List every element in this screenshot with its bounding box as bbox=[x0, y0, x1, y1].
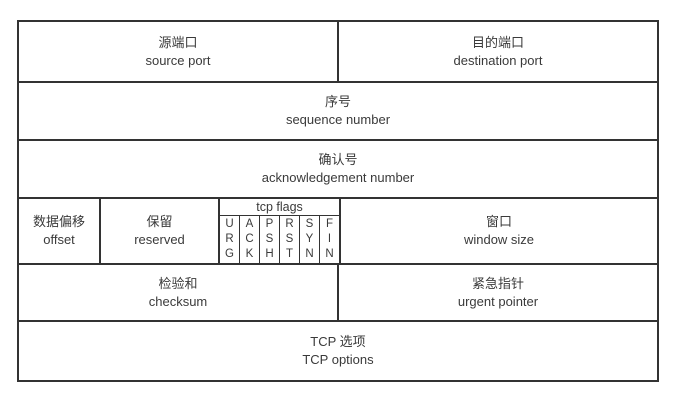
tcp-flags-title: tcp flags bbox=[220, 199, 339, 216]
tcp-options-label-en: TCP options bbox=[302, 352, 374, 367]
flag-letter: I bbox=[327, 233, 332, 245]
cell-acknowledgement-number: 确认号 acknowledgement number bbox=[19, 141, 657, 197]
cell-destination-port: 目的端口 destination port bbox=[337, 22, 657, 81]
cell-window-size: 窗口 window size bbox=[339, 199, 657, 263]
flag-letter: T bbox=[285, 248, 294, 260]
sequence-number-label-en: sequence number bbox=[285, 112, 391, 127]
flag-letter: H bbox=[265, 248, 274, 260]
cell-reserved: 保留 reserved bbox=[99, 199, 218, 263]
cell-urgent-pointer: 紧急指针 urgent pointer bbox=[337, 265, 657, 320]
row-checksum-urgent-pointer: 检验和 checksum 紧急指针 urgent pointer bbox=[19, 263, 657, 320]
flag-letter: R bbox=[285, 218, 294, 230]
flag-letter: K bbox=[245, 248, 254, 260]
destination-port-label-en: destination port bbox=[453, 52, 543, 68]
sequence-number-label-zh: 序号 bbox=[324, 94, 351, 109]
flag-letter: S bbox=[305, 218, 314, 230]
flag-letter: S bbox=[285, 233, 294, 245]
reserved-label-zh: 保留 bbox=[146, 214, 173, 229]
flag-letter: N bbox=[305, 248, 314, 260]
reserved-label-en: reserved bbox=[134, 232, 185, 247]
flag-letter: A bbox=[245, 218, 254, 230]
urgent-pointer-label-zh: 紧急指针 bbox=[471, 275, 524, 291]
flag-letter: Y bbox=[305, 233, 314, 245]
row-sequence-number: 序号 sequence number bbox=[19, 81, 657, 139]
tcp-header-table: 源端口 source port 目的端口 destination port 序号… bbox=[17, 20, 659, 382]
data-offset-label-en: offset bbox=[43, 232, 75, 247]
row-acknowledgement-number: 确认号 acknowledgement number bbox=[19, 139, 657, 197]
flag-letter: N bbox=[325, 248, 334, 260]
data-offset-label-zh: 数据偏移 bbox=[32, 214, 85, 229]
acknowledgement-number-label-en: acknowledgement number bbox=[261, 170, 415, 185]
cell-sequence-number: 序号 sequence number bbox=[19, 83, 657, 139]
window-size-label-zh: 窗口 bbox=[485, 214, 512, 229]
urgent-pointer-label-en: urgent pointer bbox=[457, 293, 539, 309]
window-size-label-en: window size bbox=[463, 232, 535, 247]
acknowledgement-number-label-zh: 确认号 bbox=[318, 152, 358, 167]
flag-letter: G bbox=[225, 248, 234, 260]
flag-letter: F bbox=[325, 218, 334, 230]
checksum-label-zh: 检验和 bbox=[158, 275, 198, 291]
destination-port-label-zh: 目的端口 bbox=[471, 34, 524, 50]
flag-letter: S bbox=[265, 233, 274, 245]
flag-letter: U bbox=[225, 218, 234, 230]
cell-source-port: 源端口 source port bbox=[19, 22, 337, 81]
cell-tcp-options: TCP 选项 TCP options bbox=[19, 322, 657, 380]
flag-letter: R bbox=[225, 233, 234, 245]
flag-letter: P bbox=[265, 218, 274, 230]
row-tcp-options: TCP 选项 TCP options bbox=[19, 320, 657, 380]
row-ports: 源端口 source port 目的端口 destination port bbox=[19, 22, 657, 81]
source-port-label-zh: 源端口 bbox=[158, 34, 198, 50]
tcp-options-label-zh: TCP 选项 bbox=[310, 334, 366, 349]
flag-letter: C bbox=[245, 233, 254, 245]
checksum-label-en: checksum bbox=[148, 293, 208, 309]
source-port-label-en: source port bbox=[145, 52, 211, 68]
cell-data-offset: 数据偏移 offset bbox=[19, 199, 99, 263]
cell-checksum: 检验和 checksum bbox=[19, 265, 337, 320]
